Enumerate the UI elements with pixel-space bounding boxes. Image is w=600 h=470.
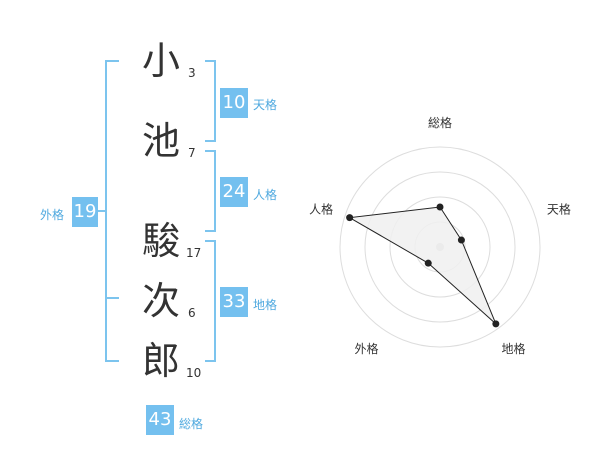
jinkaku-bracket (205, 150, 216, 232)
radar-point-1 (436, 203, 444, 211)
radar-ring-4 (339, 146, 541, 348)
tenkaku-bracket (205, 60, 216, 142)
stroke-count-5: 10 (186, 366, 202, 380)
name-char-4: 次 (142, 279, 181, 323)
name-char-3: 駿 (142, 219, 181, 263)
gaikaku-value-badge: 19 (72, 197, 98, 227)
radar-point-5 (346, 214, 354, 222)
jinkaku-value-badge: 24 (220, 177, 248, 207)
stroke-count-2: 7 (188, 146, 196, 160)
gaikaku-connector (98, 210, 106, 212)
name-char-2: 池 (142, 119, 181, 163)
gaikaku-bracket (105, 60, 119, 362)
radar-point-2 (457, 236, 465, 244)
stroke-count-3: 17 (186, 246, 202, 260)
gaikaku-label: 外格 (40, 208, 65, 222)
stroke-count-1: 3 (188, 66, 196, 80)
radar-axis-label-5: 人格 (309, 201, 333, 216)
stroke-count-4: 6 (188, 306, 196, 320)
radar-point-3 (492, 320, 500, 328)
tenkaku-value-badge: 10 (220, 88, 248, 118)
tenkaku-label: 天格 (253, 98, 278, 112)
name-char-5: 郎 (142, 339, 181, 383)
radar-ring-3 (364, 171, 516, 323)
chikaku-bracket (205, 240, 216, 362)
radar-axis-label-3: 地格 (501, 341, 525, 356)
radar-axis-label-1: 総格 (428, 115, 452, 130)
chikaku-value-badge: 33 (220, 287, 248, 317)
gaikaku-bracket-tick (105, 297, 119, 299)
soukaku-value-badge: 43 (146, 405, 174, 435)
radar-point-4 (424, 259, 432, 267)
radar-axis-label-2: 天格 (547, 201, 571, 216)
radar-area (348, 206, 497, 325)
jinkaku-label: 人格 (253, 188, 278, 202)
name-char-1: 小 (142, 39, 181, 83)
radar-ring-2 (389, 196, 491, 298)
soukaku-label: 総格 (179, 417, 204, 431)
radar-axis-label-4: 外格 (355, 341, 379, 356)
chikaku-label: 地格 (253, 298, 278, 312)
